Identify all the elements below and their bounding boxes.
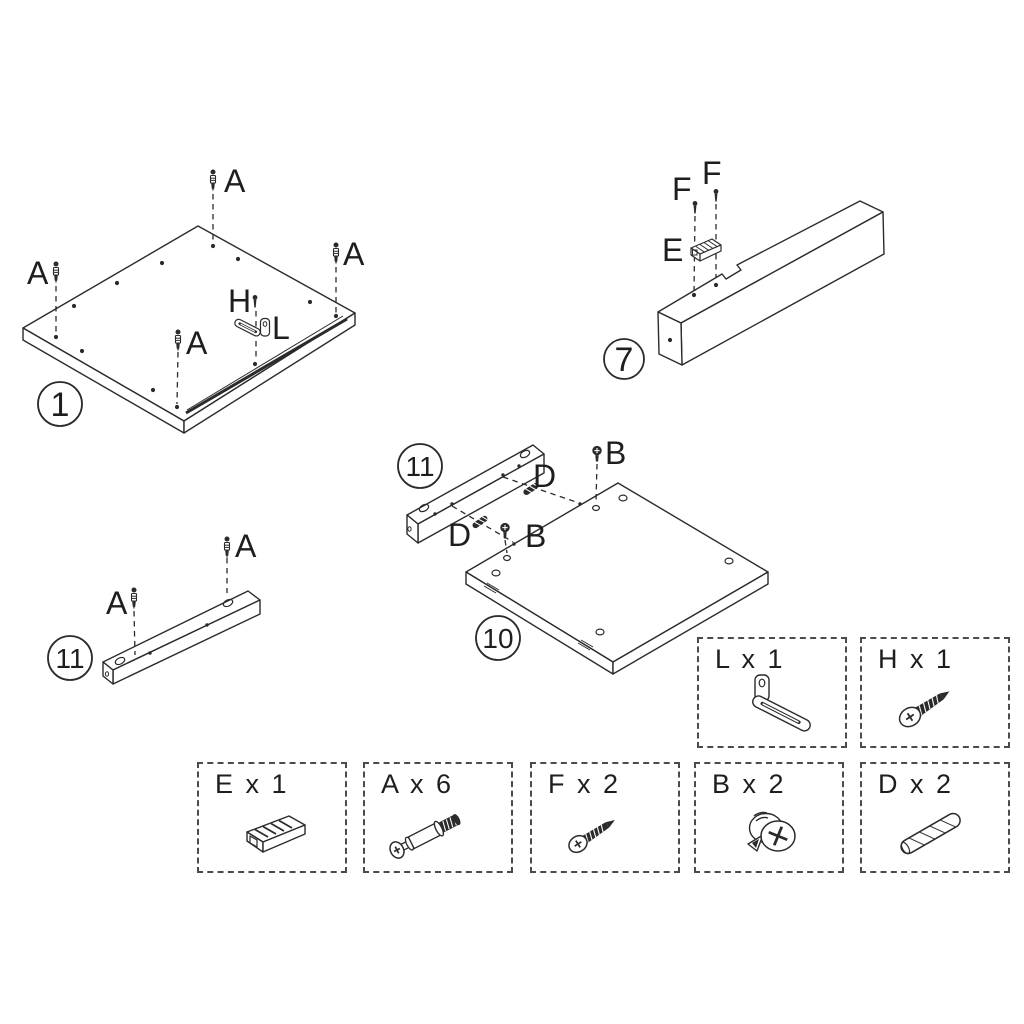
screw-f-icon <box>692 201 698 214</box>
cam-bolt-b-icon <box>499 522 511 540</box>
dowel-a-icon <box>130 586 138 611</box>
legend-label: H x 1 <box>878 644 954 674</box>
cam-lock-icon <box>747 811 796 852</box>
part-number-10: 10 <box>475 615 521 661</box>
legend-label: E x 1 <box>215 769 290 799</box>
svg-text:11: 11 <box>55 643 84 674</box>
legend-label: F x 2 <box>548 769 621 799</box>
legend-item-a: A x 6 <box>363 762 513 873</box>
callout-h: H <box>228 283 251 319</box>
svg-text:7: 7 <box>615 341 634 379</box>
glide-e-icon <box>690 238 722 262</box>
callout-d: D <box>448 517 471 553</box>
dowel-a-icon <box>223 535 231 560</box>
panel-1-holes <box>53 243 339 410</box>
rail-11-end-face <box>406 514 419 544</box>
legend-item-h: H x 1 <box>860 637 1010 748</box>
callout-a: A <box>235 528 257 564</box>
pan-head-screw-icon <box>898 691 950 728</box>
cam-bolt-icon <box>389 814 461 859</box>
svg-text:11: 11 <box>405 451 434 482</box>
legend-label: A x 6 <box>381 769 454 799</box>
legend-label: D x 2 <box>878 769 954 799</box>
callout-b: B <box>605 435 626 471</box>
callout-a: A <box>224 163 246 199</box>
part-number-11: 11 <box>397 443 443 489</box>
flat-head-screw-icon <box>568 820 615 854</box>
dowel-a-icon <box>332 241 340 266</box>
step-shelf-10-11: D D B B 11 10 <box>397 435 769 675</box>
callout-e: E <box>662 232 683 268</box>
callout-f: F <box>672 171 692 207</box>
part-number-1: 1 <box>37 381 83 427</box>
dowel-d-icon <box>470 514 490 530</box>
l-bracket-icon <box>752 674 811 732</box>
legend-label: L x 1 <box>715 644 786 674</box>
step-panel-1: A A A A H L 1 <box>22 163 365 434</box>
part-number-7: 7 <box>603 338 645 380</box>
legend-item-l: L x 1 <box>697 637 847 748</box>
svg-text:10: 10 <box>482 623 513 654</box>
panel-1-groove <box>185 317 348 415</box>
callout-d: D <box>533 458 556 494</box>
panel-10-holes <box>491 494 734 636</box>
part-number-11: 11 <box>47 635 93 681</box>
callout-l: L <box>272 310 290 346</box>
callout-a: A <box>106 585 128 621</box>
wood-dowel-icon <box>900 812 961 855</box>
l-bracket-icon <box>234 317 271 337</box>
callout-a: A <box>27 255 49 291</box>
callout-f: F <box>702 155 722 191</box>
svg-text:1: 1 <box>51 386 70 424</box>
cam-bolt-b-icon <box>591 445 603 463</box>
step-rail-11: A A 11 <box>47 528 261 685</box>
plastic-glide-icon <box>246 815 306 853</box>
legend-item-b: B x 2 <box>694 762 844 873</box>
legend-label: B x 2 <box>712 769 787 799</box>
callout-a: A <box>343 236 365 272</box>
step-beam-7: F F E 7 <box>603 155 885 380</box>
legend-item-d: D x 2 <box>860 762 1010 873</box>
callout-a: A <box>186 325 208 361</box>
panel-10-right-side <box>612 571 769 675</box>
callout-b: B <box>525 518 546 554</box>
legend-item-e: E x 1 <box>197 762 347 873</box>
dowel-a-icon <box>209 168 217 193</box>
dowel-a-icon <box>52 260 60 285</box>
legend-item-f: F x 2 <box>530 762 680 873</box>
panel-10-edge-slots <box>483 582 594 651</box>
